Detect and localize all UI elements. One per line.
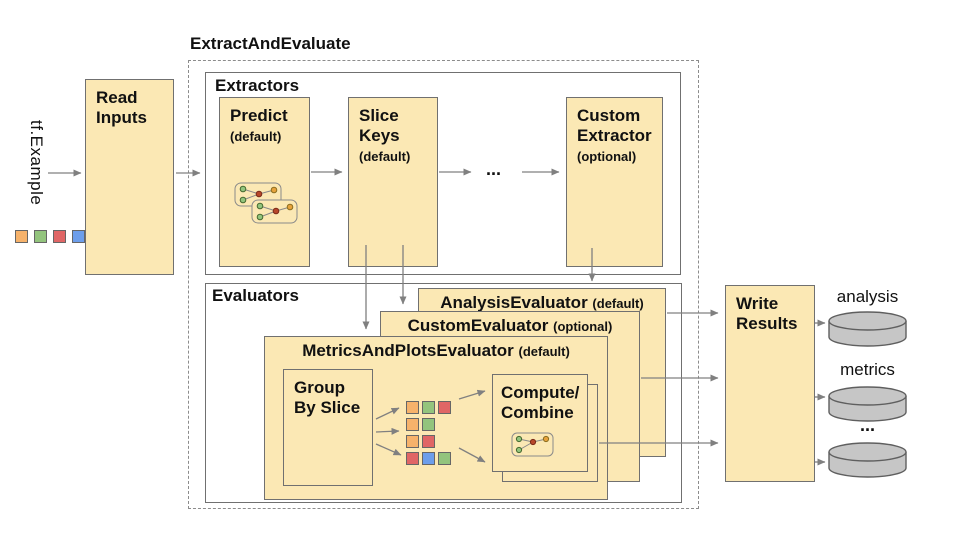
- custom-extractor-qualifier: (optional): [577, 149, 637, 165]
- metrics-and-plots-evaluator-label: MetricsAndPlotsEvaluator: [302, 341, 514, 360]
- read-inputs-label: Read Inputs: [96, 88, 147, 128]
- slice-keys-label: Slice Keys: [359, 106, 400, 146]
- compute-label-line2: Combine: [501, 403, 574, 423]
- custom-extractor-box: Custom Extractor (optional): [566, 97, 663, 267]
- custom-evaluator-qualifier: (optional): [553, 319, 613, 334]
- write-results-box: Write Results: [725, 285, 815, 482]
- custom-extractor-label: Custom Extractor: [577, 106, 652, 146]
- red-example-square: [406, 452, 419, 465]
- predict-extractor-box: Predict (default): [219, 97, 310, 267]
- red-example-square: [422, 435, 435, 448]
- green-example-square: [422, 401, 435, 414]
- analysis-evaluator-qualifier: (default): [592, 296, 644, 311]
- more-datastore-cylinder: [828, 442, 907, 478]
- custom-evaluator-label: CustomEvaluator: [407, 316, 549, 335]
- analysis-datastore-cylinder: [828, 311, 907, 347]
- more-extractors-ellipsis: ...: [486, 159, 502, 179]
- orange-example-square: [406, 418, 419, 431]
- orange-example-square: [15, 230, 28, 243]
- compute-combine-box: Compute/ Combine: [492, 374, 588, 472]
- evaluators-label: Evaluators: [212, 286, 299, 305]
- slice-keys-extractor-box: Slice Keys (default): [348, 97, 438, 267]
- extract-and-evaluate-container: [188, 60, 699, 509]
- extractors-label: Extractors: [215, 76, 300, 95]
- read-inputs-box: Read Inputs: [85, 79, 174, 275]
- blue-example-square: [422, 452, 435, 465]
- slice-keys-qualifier: (default): [359, 149, 411, 165]
- orange-example-square: [406, 435, 419, 448]
- analysis-output-label: analysis: [836, 287, 899, 306]
- metrics-and-plots-evaluator-qualifier: (default): [518, 344, 570, 359]
- pipeline-title: ExtractAndEvaluate: [190, 34, 351, 53]
- write-results-label: Write Results: [736, 294, 798, 334]
- predict-label: Predict: [230, 106, 288, 125]
- analysis-evaluator-label: AnalysisEvaluator: [440, 293, 588, 312]
- metrics-output-label: metrics: [840, 360, 895, 379]
- red-example-square: [53, 230, 66, 243]
- green-example-square: [422, 418, 435, 431]
- more-outputs-ellipsis: ...: [859, 415, 875, 435]
- predict-qualifier: (default): [230, 129, 282, 145]
- group-by-slice-label: Group By Slice: [294, 378, 361, 418]
- green-example-square: [438, 452, 451, 465]
- blue-example-square: [72, 230, 85, 243]
- tf-example-label: tf.Example: [27, 120, 46, 206]
- group-by-slice-box: Group By Slice: [283, 369, 373, 486]
- compute-label-line1: Compute/: [501, 383, 580, 402]
- orange-example-square: [406, 401, 419, 414]
- green-example-square: [34, 230, 47, 243]
- red-example-square: [438, 401, 451, 414]
